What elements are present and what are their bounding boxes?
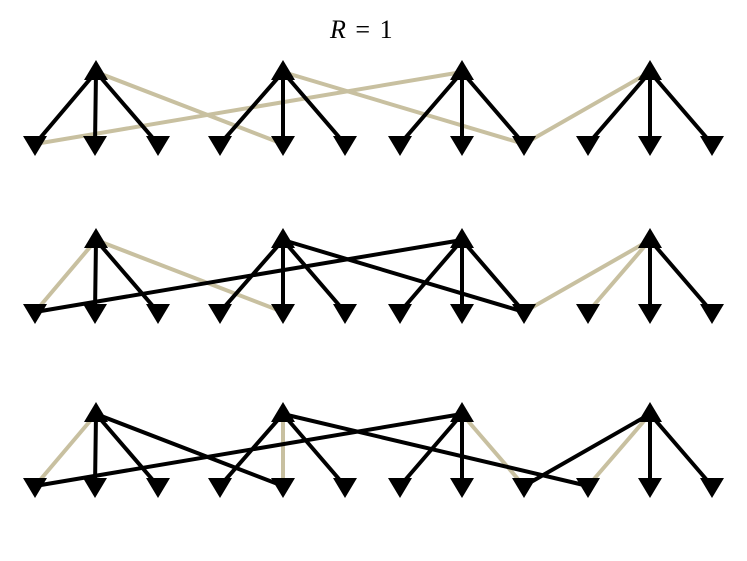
edge-black xyxy=(281,70,347,146)
edge-black xyxy=(648,412,714,488)
edge-black xyxy=(522,412,652,488)
target-node xyxy=(638,478,662,498)
edge-black xyxy=(94,70,160,146)
source-node xyxy=(638,402,662,422)
row-1 xyxy=(23,60,724,156)
edge-black xyxy=(93,70,98,146)
target-node xyxy=(333,304,357,324)
target-node xyxy=(146,478,170,498)
target-node xyxy=(450,136,474,156)
edge-black xyxy=(94,238,160,314)
edge-tan xyxy=(94,238,285,314)
target-node xyxy=(638,304,662,324)
source-node xyxy=(450,402,474,422)
title-symbol: R xyxy=(329,15,346,44)
target-node xyxy=(23,136,47,156)
target-node xyxy=(638,136,662,156)
edge-tan xyxy=(460,412,526,488)
edge-black xyxy=(398,412,464,488)
edge-black xyxy=(281,238,526,314)
edge-tan xyxy=(522,238,652,314)
source-node xyxy=(271,402,295,422)
edge-tan xyxy=(586,412,652,488)
edge-tan xyxy=(522,70,652,146)
target-node xyxy=(208,304,232,324)
target-node xyxy=(388,478,412,498)
target-node xyxy=(700,304,724,324)
target-node xyxy=(333,136,357,156)
edge-tan xyxy=(33,238,98,314)
edge-tan xyxy=(586,238,652,314)
edge-black xyxy=(94,412,285,488)
target-node xyxy=(83,478,107,498)
edge-black xyxy=(218,70,285,146)
edge-black xyxy=(281,238,347,314)
source-node xyxy=(450,60,474,80)
source-node xyxy=(84,60,108,80)
edge-black xyxy=(94,412,160,488)
target-node xyxy=(576,136,600,156)
target-node xyxy=(512,136,536,156)
target-node xyxy=(146,304,170,324)
source-node xyxy=(638,60,662,80)
rows-layer xyxy=(23,60,724,498)
target-node xyxy=(388,136,412,156)
title-value: 1 xyxy=(380,15,393,44)
edge-tan xyxy=(94,70,285,146)
target-node xyxy=(208,136,232,156)
source-node xyxy=(638,228,662,248)
source-node xyxy=(271,228,295,248)
target-node xyxy=(146,136,170,156)
target-node xyxy=(271,304,295,324)
source-node xyxy=(450,228,474,248)
target-node xyxy=(388,304,412,324)
source-node xyxy=(84,228,108,248)
target-node xyxy=(271,136,295,156)
target-node xyxy=(271,478,295,498)
row-2 xyxy=(23,228,724,324)
source-node xyxy=(271,60,295,80)
edge-black xyxy=(281,412,590,488)
target-node xyxy=(700,136,724,156)
target-node xyxy=(576,478,600,498)
target-node xyxy=(576,304,600,324)
target-node xyxy=(23,304,47,324)
target-node xyxy=(450,478,474,498)
edge-black xyxy=(33,70,98,146)
edge-tan xyxy=(281,70,526,146)
edge-tan xyxy=(33,70,464,146)
target-node xyxy=(512,304,536,324)
edge-black xyxy=(460,70,526,146)
target-node xyxy=(208,478,232,498)
row-3 xyxy=(23,402,724,498)
diagram-title: R = 1 xyxy=(329,15,393,44)
target-node xyxy=(450,304,474,324)
edge-black xyxy=(33,238,464,314)
target-node xyxy=(23,478,47,498)
edge-black xyxy=(460,238,526,314)
source-node xyxy=(84,402,108,422)
target-node xyxy=(83,136,107,156)
target-node xyxy=(83,304,107,324)
edge-black xyxy=(648,238,714,314)
edge-tan xyxy=(33,412,98,488)
title-relation: = xyxy=(355,15,370,44)
edge-black xyxy=(398,70,464,146)
edge-black xyxy=(281,412,347,488)
edge-black xyxy=(648,70,714,146)
edge-black xyxy=(398,238,464,314)
target-node xyxy=(700,478,724,498)
target-node xyxy=(333,478,357,498)
edge-black xyxy=(33,412,464,488)
edge-black xyxy=(586,70,652,146)
target-node xyxy=(512,478,536,498)
